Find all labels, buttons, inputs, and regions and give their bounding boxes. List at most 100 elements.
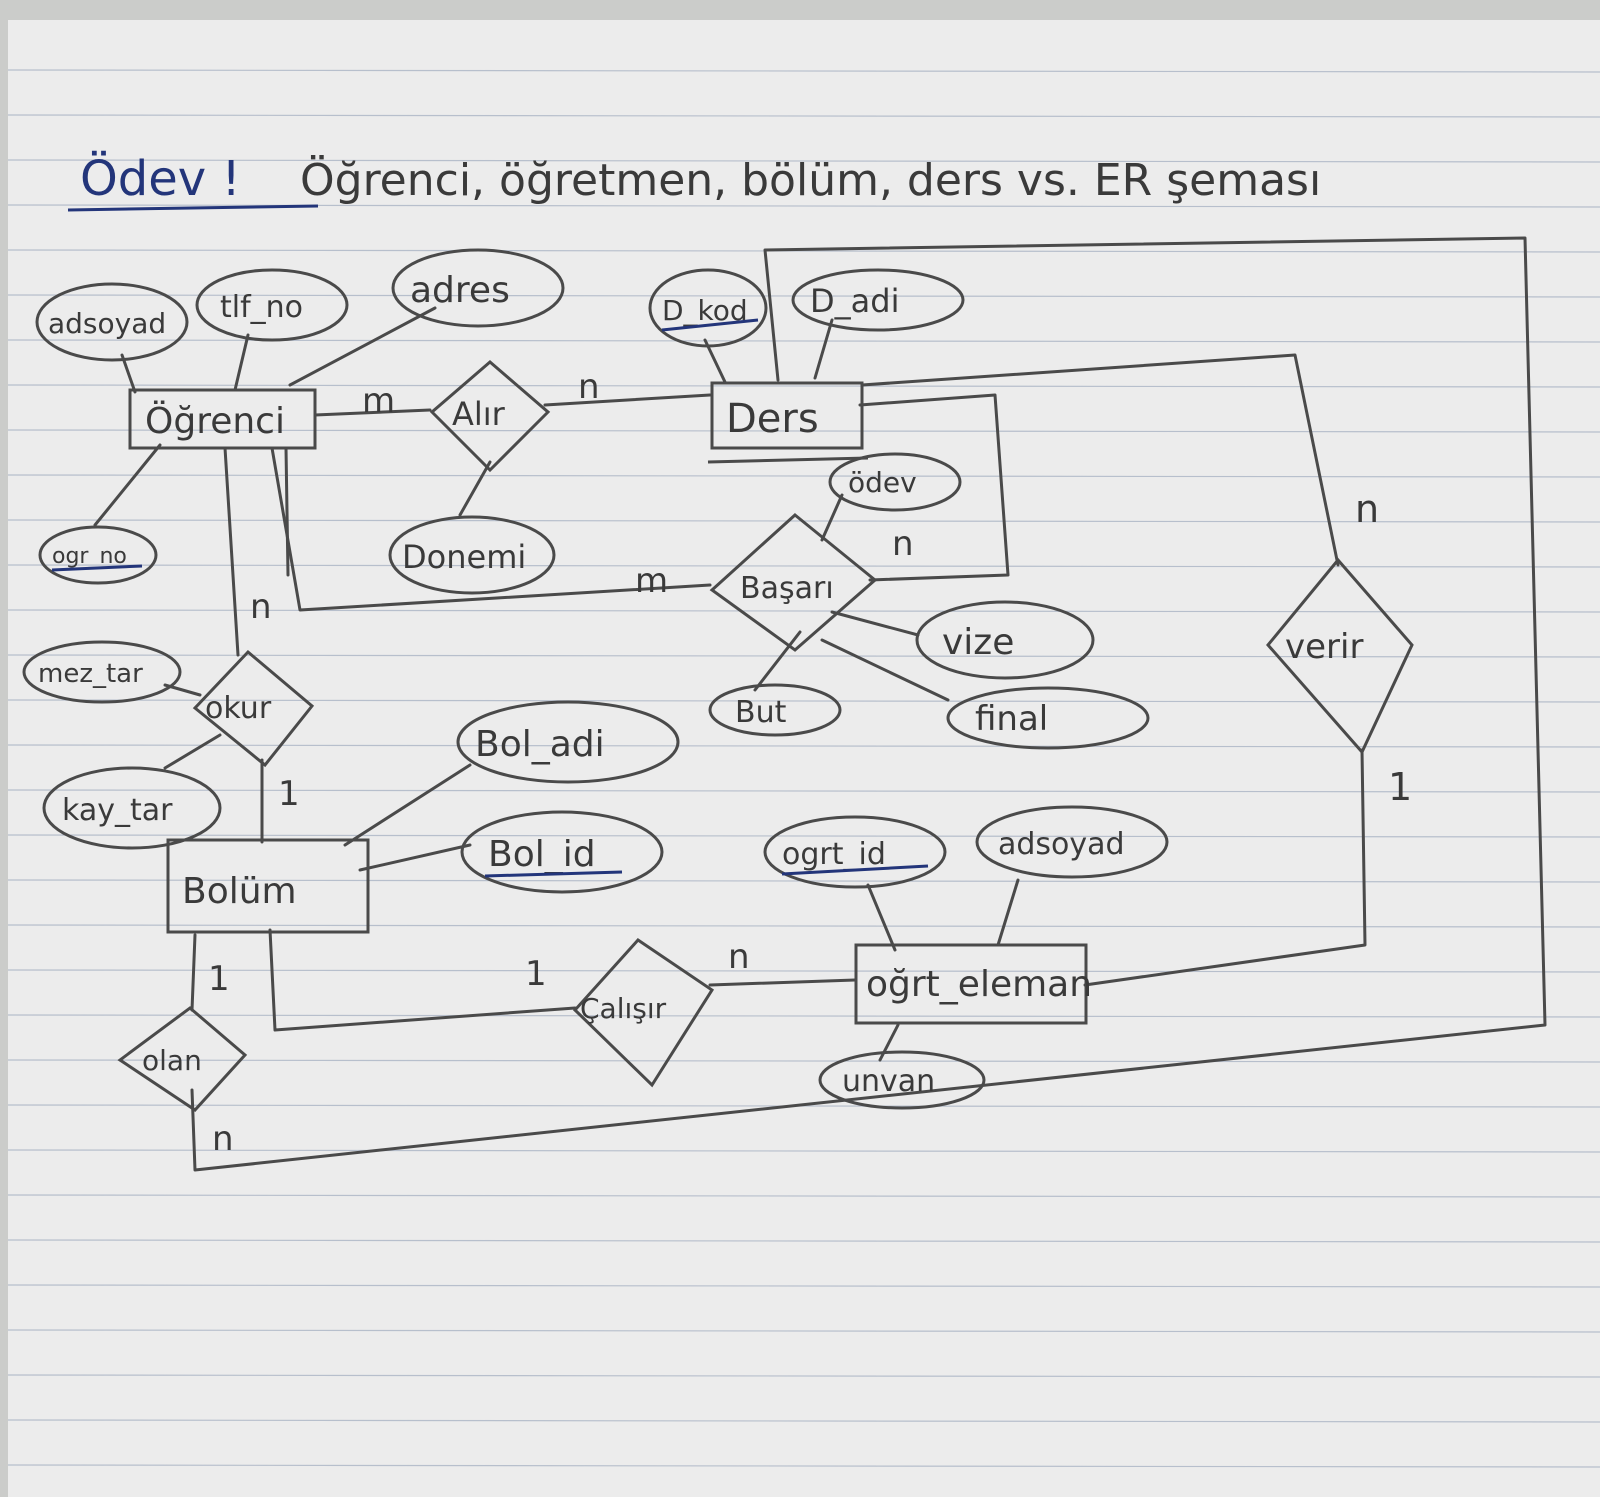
- attr-bol-adi: Bol_adi: [456, 700, 680, 784]
- attr-ogrenci-adres-label: adres: [410, 270, 510, 311]
- relationship-basari: Başarı: [709, 513, 878, 652]
- attr-kay-tar-label: kay_tar: [62, 793, 173, 828]
- ruled-line: [7, 249, 1600, 253]
- relationship-alir-label: Alır: [452, 395, 506, 433]
- attr-odev-label: ödev: [848, 466, 917, 499]
- ruled-line: [7, 474, 1600, 478]
- entity-bolum: Bolüm: [166, 838, 370, 934]
- card-ogr-basari: m: [635, 561, 668, 601]
- ruled-line: [7, 1284, 1600, 1288]
- relationship-calisir: Çalışır: [572, 938, 715, 1088]
- card-verir-ders: n: [1355, 487, 1379, 531]
- ruled-line: [7, 69, 1600, 73]
- assignment-title: Öğrenci, öğretmen, bölüm, ders vs. ER şe…: [300, 154, 1321, 206]
- card-bolum-calisir: 1: [525, 954, 547, 994]
- relationship-verir-label: verir: [1285, 627, 1363, 667]
- card-basari-ders: n: [892, 524, 914, 564]
- attr-donem-label: Donemi: [402, 538, 526, 576]
- card-calisir-ogrt: n: [728, 937, 750, 977]
- attr-mez-tar: mez_tar: [22, 640, 182, 704]
- attr-ogrenci-adres: adres: [391, 248, 565, 328]
- attr-odev: ödev: [828, 452, 962, 512]
- ruled-line: [7, 699, 1600, 703]
- ruled-line: [7, 159, 1600, 163]
- relationship-okur-label: okur: [205, 691, 272, 726]
- card-bolum-olan: 1: [208, 959, 230, 999]
- attr-bol-id-label: Bol_id: [488, 834, 596, 875]
- ruled-line: [7, 429, 1600, 433]
- ruled-line: [7, 384, 1600, 388]
- attr-kay-tar: kay_tar: [42, 766, 222, 850]
- card-ogr-alir: m: [362, 381, 395, 421]
- attr-ogrenci-adsoyad-label: adsoyad: [48, 307, 166, 340]
- ruled-line: [7, 789, 1600, 793]
- cardinalities: m n m n n 1 1 n 1 n n 1: [208, 367, 1412, 1159]
- ruled-line: [7, 564, 1600, 568]
- attr-ogrt-id-label: ogrt_id: [782, 837, 886, 872]
- relationship-olan-label: olan: [142, 1044, 202, 1077]
- attr-ogrenci-tlf-label: tlf_no: [220, 290, 303, 325]
- ruled-line: [7, 294, 1600, 298]
- ruled-line: [7, 1419, 1600, 1423]
- attr-ogrenci-no-label: ogr_no: [52, 544, 127, 569]
- attr-final-label: final: [975, 699, 1048, 739]
- attr-but-label: But: [735, 695, 787, 730]
- attr-ders-kod: D_kod: [648, 268, 768, 348]
- attr-unvan-label: unvan: [842, 1064, 935, 1099]
- assignment-underline: [67, 204, 319, 212]
- ruled-line: [7, 834, 1600, 838]
- card-ogr-okur: n: [250, 587, 272, 627]
- ruled-line: [7, 114, 1600, 118]
- attr-donem: Donemi: [388, 515, 556, 595]
- relationship-verir: verir: [1266, 557, 1414, 755]
- card-alir-ders: n: [578, 367, 600, 407]
- entity-ogrenci: Öğrenci: [128, 388, 317, 450]
- ruled-line: [7, 1329, 1600, 1333]
- ruled-line: [7, 654, 1600, 658]
- attr-unvan: unvan: [818, 1050, 986, 1110]
- attr-vize: vize: [915, 600, 1095, 680]
- relationship-basari-label: Başarı: [740, 571, 834, 606]
- ruled-line: [7, 1194, 1600, 1198]
- attr-bol-id: Bol_id: [460, 810, 664, 894]
- entity-ders-label: Ders: [726, 396, 819, 442]
- attr-ogrenci-no: ogr_no: [38, 525, 158, 585]
- attr-ogrenci-adsoyad: adsoyad: [35, 282, 189, 362]
- ruled-line: [7, 924, 1600, 928]
- relationship-calisir-label: Çalışır: [580, 992, 667, 1025]
- assignment-label: Ödev !: [80, 151, 241, 207]
- attr-mez-tar-label: mez_tar: [38, 659, 143, 689]
- entity-ogrenci-label: Öğrenci: [145, 400, 285, 442]
- attr-ogrt-id: ogrt_id: [763, 815, 947, 889]
- card-verir-ogrt: 1: [1388, 765, 1412, 809]
- entity-bolum-label: Bolüm: [182, 871, 297, 912]
- entity-ogrt-eleman-label: oğrt_eleman: [866, 964, 1092, 1005]
- card-olan-ders: n: [212, 1119, 234, 1159]
- attr-ders-adi: D_adi: [791, 268, 965, 332]
- attr-vize-label: vize: [942, 622, 1014, 663]
- attr-bol-adi-label: Bol_adi: [475, 724, 605, 765]
- relationship-olan: olan: [117, 1006, 248, 1112]
- relationship-okur: okur: [192, 649, 315, 768]
- ruled-line: [7, 744, 1600, 748]
- entity-ders: Ders: [707, 381, 869, 464]
- attr-ogrt-adsoyad: adsoyad: [975, 805, 1169, 879]
- ruled-line: [7, 1059, 1600, 1063]
- attr-ogrt-adsoyad-label: adsoyad: [998, 827, 1125, 862]
- ruled-line: [7, 1239, 1600, 1243]
- ruled-line: [7, 1149, 1600, 1153]
- card-okur-bolum: 1: [278, 774, 300, 814]
- entity-ogrt-eleman: oğrt_eleman: [854, 943, 1092, 1025]
- paper: [8, 20, 1600, 1497]
- attr-ogrenci-tlf: tlf_no: [195, 268, 349, 342]
- ruled-line: [7, 1374, 1600, 1378]
- attr-but: But: [708, 683, 842, 737]
- ruled-line: [7, 1464, 1600, 1468]
- ruled-line: [7, 609, 1600, 613]
- attr-final: final: [946, 686, 1150, 750]
- attr-ders-adi-label: D_adi: [810, 282, 899, 320]
- connections: [93, 236, 1547, 1172]
- relationship-alir: Alır: [429, 360, 551, 473]
